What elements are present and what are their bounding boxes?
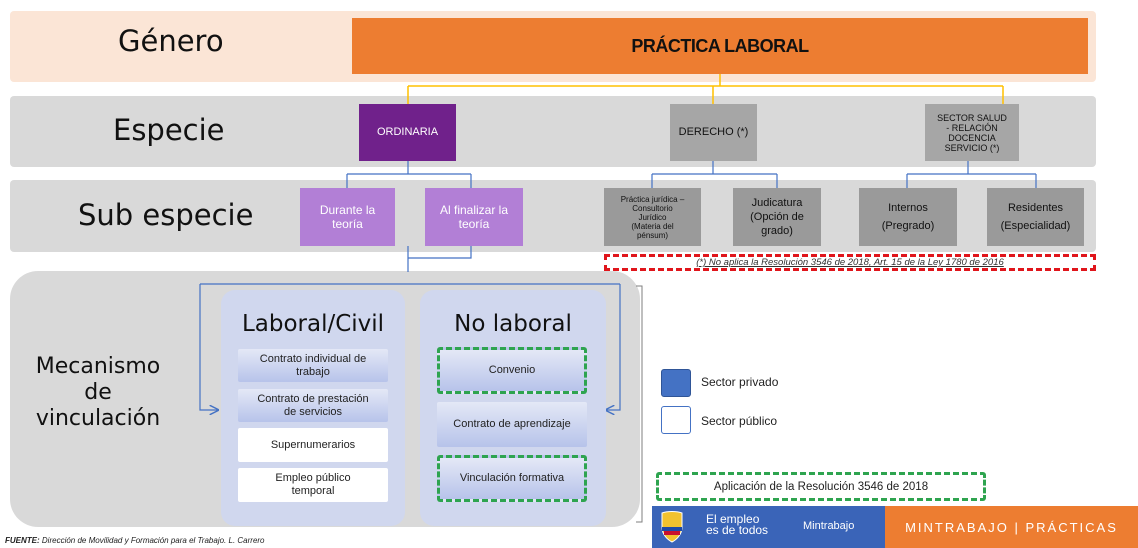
vinculacion-formativa-box: Vinculación formativa — [437, 455, 587, 502]
judicatura-line-3: grado) — [761, 225, 793, 237]
derecho-label: DERECHO (*) — [678, 126, 749, 138]
contrato-aprendizaje-box: Contrato de aprendizaje — [437, 402, 587, 447]
contrato-individual-box: Contrato individual de trabajo — [238, 349, 388, 382]
ordinaria-box: ORDINARIA — [359, 104, 456, 161]
pj-line-1: Práctica jurídica – — [620, 194, 685, 204]
sector-publico-swatch — [661, 406, 691, 434]
ci-line-1: Contrato individual de — [259, 352, 367, 365]
pj-line-5: pénsum) — [636, 230, 669, 240]
internos-line-1: Internos — [888, 202, 928, 214]
ordinaria-label: ORDINARIA — [376, 126, 439, 138]
pj-line-4: (Materia del — [631, 221, 674, 231]
genero-label: Género — [118, 24, 224, 58]
fuente-text: FUENTE: Dirección de Movilidad y Formaci… — [5, 536, 265, 545]
convenio-label: Convenio — [488, 364, 536, 376]
fuente-source: Dirección de Movilidad y Formación para … — [39, 536, 265, 545]
sector-publico-label: Sector público — [701, 414, 778, 428]
practica-laboral-label: PRÁCTICA LABORAL — [631, 35, 809, 56]
al-finalizar-line-2: teoría — [458, 217, 490, 231]
pj-line-3: Jurídico — [638, 212, 667, 222]
practica-laboral-box: PRÁCTICA LABORAL — [352, 18, 1088, 74]
pj-line-2: Consultorio — [632, 203, 673, 213]
supernumerarios-label: Supernumerarios — [270, 438, 356, 451]
al-finalizar-box: Al finalizar la teoría — [425, 188, 523, 246]
convenio-box: Convenio — [437, 347, 587, 394]
durante-line-1: Durante la — [319, 203, 376, 217]
empleo-line-2: es de todos — [706, 523, 769, 537]
aplicacion-resolucion-label: Aplicación de la Resolución 3546 de 2018 — [713, 480, 929, 493]
salud-line-3: DOCENCIA — [948, 132, 996, 143]
durante-box: Durante la teoría — [300, 188, 395, 246]
no-laboral-title: No laboral — [454, 311, 572, 337]
mintrabajo-text: Mintrabajo — [803, 520, 855, 532]
cp-line-2: de servicios — [283, 405, 343, 418]
salud-line-1: SECTOR SALUD — [937, 112, 1007, 123]
residentes-line-1: Residentes — [1007, 202, 1064, 214]
ci-line-2: trabajo — [296, 365, 330, 378]
mecanismo-line-2: de — [84, 380, 112, 405]
mecanismo-line-3: vinculación — [35, 406, 161, 431]
judicatura-line-1: Judicatura — [751, 197, 803, 209]
durante-line-2: teoría — [332, 217, 363, 231]
fuente-label: FUENTE: — [5, 536, 40, 545]
sub-especie-label: Sub especie — [78, 198, 254, 232]
internos-box: Internos (Pregrado) — [859, 188, 957, 246]
salud-line-2: - RELACIÓN — [946, 122, 998, 133]
sector-privado-label: Sector privado — [701, 375, 779, 389]
laboral-civil-title: Laboral/Civil — [241, 311, 385, 337]
aplicacion-resolucion-legend: Aplicación de la Resolución 3546 de 2018 — [656, 472, 986, 501]
no-aplica-text: (*) No aplica la Resolución 3546 de 2018… — [696, 257, 1004, 268]
derecho-box: DERECHO (*) — [670, 104, 757, 161]
mintrabajo-practicas-brand: MINTRABAJO | PRÁCTICAS — [885, 506, 1138, 548]
empleo-line-1: El empleo — [706, 512, 760, 526]
especie-label: Especie — [113, 113, 225, 147]
sector-salud-box: SECTOR SALUD - RELACIÓN DOCENCIA SERVICI… — [925, 104, 1019, 161]
vinculacion-formativa-label: Vinculación formativa — [459, 472, 565, 484]
judicatura-line-2: (Opción de — [750, 211, 804, 223]
judicatura-box: Judicatura (Opción de grado) — [733, 188, 821, 246]
salud-line-4: SERVICIO (*) — [944, 142, 1000, 153]
empleo-publico-box: Empleo público temporal — [238, 468, 388, 502]
contrato-prestacion-box: Contrato de prestación de servicios — [238, 389, 388, 422]
sector-privado-swatch — [661, 369, 691, 397]
practica-juridica-box: Práctica jurídica – Consultorio Jurídico… — [604, 188, 701, 246]
contrato-aprendizaje-label: Contrato de aprendizaje — [453, 418, 571, 430]
residentes-line-2: (Especialidad) — [1000, 220, 1071, 232]
internos-line-2: (Pregrado) — [881, 220, 935, 232]
no-aplica-note: (*) No aplica la Resolución 3546 de 2018… — [604, 254, 1096, 271]
residentes-box: Residentes (Especialidad) — [987, 188, 1084, 246]
mecanismo-label: Mecanismo de vinculación — [18, 354, 178, 432]
ep-line-1: Empleo público — [275, 472, 351, 484]
mecanismo-line-1: Mecanismo — [35, 354, 161, 379]
ep-line-2: temporal — [291, 485, 335, 497]
supernumerarios-box: Supernumerarios — [238, 428, 388, 462]
brand-label: MINTRABAJO | PRÁCTICAS — [905, 519, 1118, 535]
empleo-todos-text: El empleo es de todos — [706, 512, 769, 537]
al-finalizar-line-1: Al finalizar la — [439, 203, 509, 217]
especie-band — [10, 96, 1096, 167]
cp-line-1: Contrato de prestación — [257, 392, 369, 405]
colombia-coat-of-arms-icon — [658, 511, 686, 543]
